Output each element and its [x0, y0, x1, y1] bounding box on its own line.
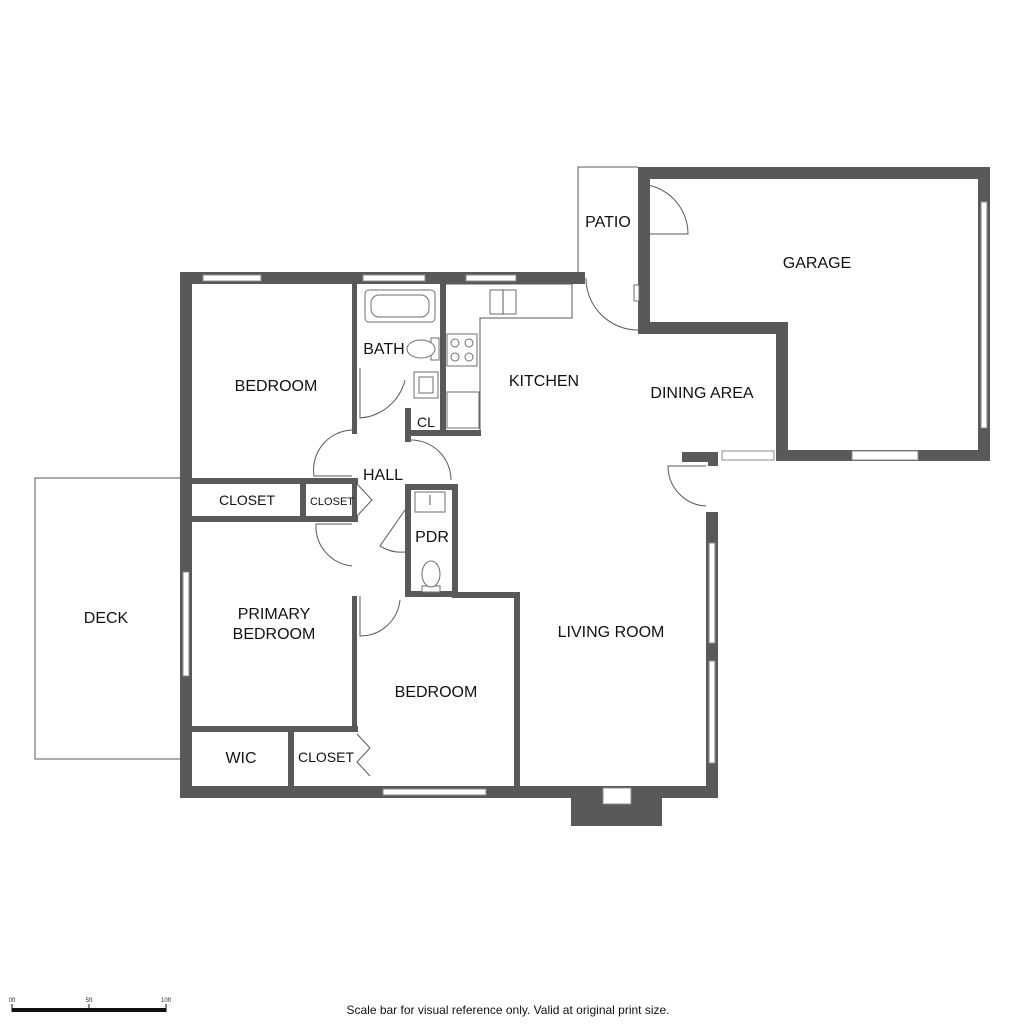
room-label-bath: BATH [363, 341, 404, 358]
scale-note: Scale bar for visual reference only. Val… [346, 1003, 669, 1017]
patio-outline [577, 166, 638, 272]
doors [200, 183, 707, 777]
fixtures [364, 283, 640, 593]
room-label-cl: CL [417, 414, 435, 430]
room-label-closet-left: CLOSET [219, 492, 275, 508]
room-label-closet-hall: CLOSET [310, 496, 354, 508]
room-label-pdr: PDR [415, 529, 449, 546]
room-label-dining-area: DINING AREA [650, 385, 753, 402]
room-label-patio: PATIO [585, 214, 631, 231]
room-label-garage: GARAGE [783, 255, 851, 272]
room-label-primary-bedroom-1: PRIMARY [238, 606, 311, 623]
scale-tick-0: 0ft [9, 998, 16, 1004]
room-label-closet-bottom: CLOSET [298, 749, 354, 765]
room-label-hall: HALL [363, 467, 403, 484]
room-label-deck: DECK [84, 610, 129, 627]
room-label-primary-bedroom-2: BEDROOM [233, 626, 316, 643]
room-label-living-room: LIVING ROOM [558, 624, 665, 641]
scale-tick-5: 5ft [86, 998, 93, 1004]
room-label-kitchen: KITCHEN [509, 373, 579, 390]
walls [180, 167, 990, 826]
room-label-wic: WIC [225, 750, 256, 767]
room-label-bedroom-top: BEDROOM [235, 378, 318, 395]
room-label-bedroom-bottom: BEDROOM [395, 684, 478, 701]
deck-outline [34, 477, 180, 760]
scale-bar: 0ft 5ft 10ft [9, 998, 171, 1012]
scale-tick-10: 10ft [161, 998, 171, 1004]
room-labels: PATIO GARAGE BATH KITCHEN DINING AREA BE… [84, 214, 851, 767]
windows [182, 201, 988, 805]
